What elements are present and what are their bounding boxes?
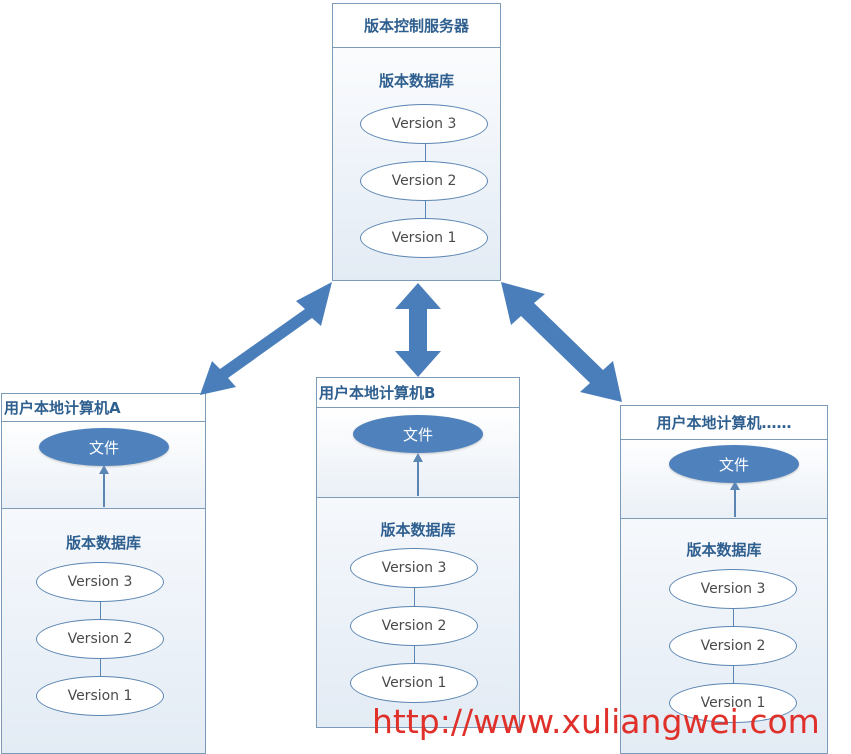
client-b-file-section: 文件 <box>317 408 519 498</box>
client-a-box: 用户本地计算机A 文件 版本数据库 Version 3 Version 2 Ve… <box>1 393 206 754</box>
arrow-server-client-a <box>200 282 332 395</box>
client-more-version-2: Version 2 <box>669 626 797 666</box>
client-b-version-3: Version 3 <box>350 548 478 588</box>
client-a-version-3: Version 3 <box>36 562 164 602</box>
client-b-version-1: Version 1 <box>350 663 478 703</box>
server-version-1: Version 1 <box>360 218 488 258</box>
client-more-file-arrow-line <box>734 488 736 517</box>
client-b-file: 文件 <box>353 415 483 453</box>
client-more-repo-label: 版本数据库 <box>686 541 762 559</box>
client-b-file-arrow-line <box>417 460 419 496</box>
client-more-title: 用户本地计算机…… <box>621 406 827 440</box>
client-b-file-arrow-head <box>413 453 423 462</box>
server-title: 版本控制服务器 <box>333 4 500 48</box>
client-b-title: 用户本地计算机B <box>317 378 519 408</box>
server-version-2: Version 2 <box>360 161 488 201</box>
client-more-file-arrow-head <box>730 481 740 490</box>
client-more-file: 文件 <box>669 445 799 483</box>
client-a-file-arrow-line <box>103 472 105 507</box>
client-b-box: 用户本地计算机B 文件 版本数据库 Version 3 Version 2 Ve… <box>316 377 520 728</box>
client-a-version-2: Version 2 <box>36 619 164 659</box>
arrow-server-client-more <box>501 282 622 402</box>
server-repo-label: 版本数据库 <box>378 72 454 90</box>
server-box: 版本控制服务器 版本数据库 Version 3 Version 2 Versio… <box>332 3 501 281</box>
client-more-box: 用户本地计算机…… 文件 版本数据库 Version 3 Version 2 V… <box>620 405 828 754</box>
client-a-file-arrow-head <box>99 465 109 474</box>
watermark-url: http://www.xuliangwei.com <box>372 702 820 741</box>
server-version-3: Version 3 <box>360 104 488 144</box>
client-b-version-2: Version 2 <box>350 606 478 646</box>
arrow-server-client-b <box>395 283 441 377</box>
client-b-repo-label: 版本数据库 <box>380 521 456 539</box>
client-a-repo-label: 版本数据库 <box>65 534 141 552</box>
client-more-version-1: Version 1 <box>669 683 797 723</box>
client-a-title: 用户本地计算机A <box>2 394 205 422</box>
client-more-file-section: 文件 <box>621 440 827 519</box>
client-a-file-section: 文件 <box>2 422 205 509</box>
client-a-file: 文件 <box>39 428 169 466</box>
client-a-version-1: Version 1 <box>36 676 164 716</box>
client-more-version-3: Version 3 <box>669 569 797 609</box>
